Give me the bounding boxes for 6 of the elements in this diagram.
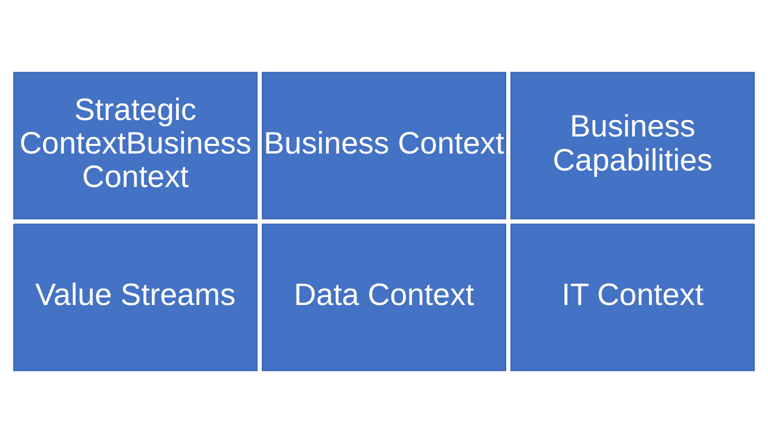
node-box: Value Streams (13, 224, 258, 372)
node-box: Data Context (262, 224, 506, 372)
node-box: Business Context (262, 72, 506, 220)
node-box: Strategic ContextBusiness Context (13, 72, 258, 220)
node-box: Business Capabilities (510, 72, 755, 220)
node-box: IT Context (510, 224, 755, 372)
